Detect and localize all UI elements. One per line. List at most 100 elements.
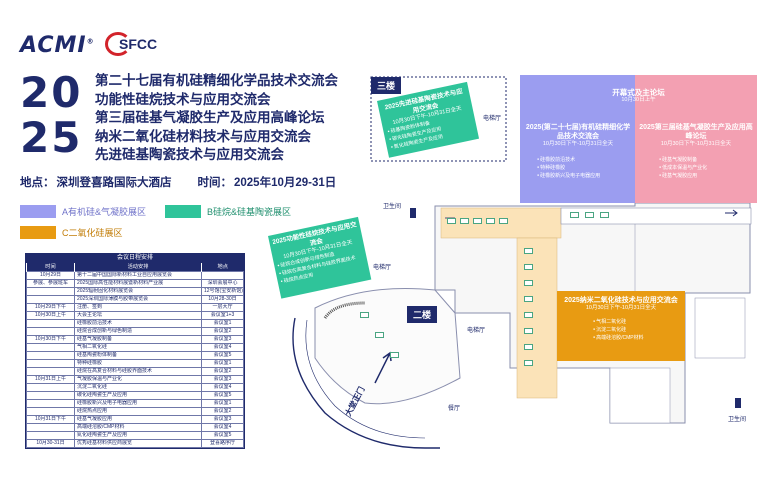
schedule-location-cell: 会议室2 — [201, 366, 244, 376]
schedule-row: 硅橡胶新兴及电子电器应用会议室1 — [26, 398, 244, 408]
legend-label: C二氧化硅展区 — [62, 227, 123, 238]
topic-item: 沉淀二氧化硅 — [593, 326, 681, 334]
booth-marker[interactable] — [524, 280, 533, 286]
booth-marker[interactable] — [524, 328, 533, 334]
schedule-location-cell: 会议室1+3 — [201, 310, 244, 320]
schedule-time-cell: 10月30日下午 — [26, 334, 75, 344]
schedule-location-cell: 一层大厅 — [201, 302, 244, 312]
sfcc-logo-text: SFCC — [119, 36, 158, 52]
topic-item: 低成本保温与产业化 — [659, 164, 755, 172]
schedule-time-cell: 10月30-31日 — [26, 438, 75, 448]
schedule-row: 硅基陶瓷粉体制备会议室5 — [26, 350, 244, 360]
topic-item: 硅橡胶前沿技术 — [537, 156, 633, 164]
restroom-label-top: 卫生间 — [383, 204, 402, 210]
booth-marker[interactable] — [585, 212, 594, 218]
schedule-time-cell: 10月30日上午 — [26, 310, 75, 320]
schedule-time-cell — [26, 350, 75, 360]
zone-main-forum[interactable]: 开幕式及主论坛 10月30日上午 — [520, 88, 757, 110]
schedule-location-cell: 会议室1 — [201, 358, 244, 368]
schedule-table: 会议日程安排 时间 活动安排 地点 10月29日第十二届中国国际新材料工业自应用… — [25, 253, 245, 449]
booth-marker[interactable] — [600, 212, 609, 218]
schedule-location-cell: 会议室5 — [201, 390, 244, 400]
zone-silicone-title: 2025(第二十七届)有机硅精细化学品技术交流会 — [525, 124, 631, 140]
booth-marker[interactable] — [570, 212, 579, 218]
schedule-header-time: 时间 — [26, 263, 75, 271]
schedule-row: 氮化硅陶瓷生产及应用会议室5 — [26, 430, 244, 440]
schedule-row: 10月30-31日优秀硅基材料供应商展览登喜路序厅 — [26, 438, 244, 448]
legend-zone-c: C二氧化硅展区 — [20, 225, 123, 239]
booth-marker[interactable] — [473, 218, 482, 224]
topic-item: 硅基气凝胶制备 — [659, 156, 755, 164]
schedule-location-cell: 12号馆(宝安新馆) — [201, 286, 244, 296]
schedule-activity-cell: 碳化硅陶瓷生产及应用 — [74, 390, 202, 400]
elevator-label-left: 电梯厅 — [373, 265, 392, 271]
booth-marker[interactable] — [524, 248, 533, 254]
booth-marker[interactable] — [447, 218, 456, 224]
schedule-row: 10月30日上午大会主论坛会议室1+3 — [26, 310, 244, 320]
zone-main-title: 开幕式及主论坛 — [612, 88, 665, 97]
zone-nano-topics: 气相二氧化硅 沉淀二氧化硅 高端硅溶胶/CMP材料 — [593, 318, 681, 341]
booth-marker[interactable] — [499, 218, 508, 224]
schedule-activity-cell: 硅基气凝胶制备 — [74, 334, 202, 344]
acmi-logo-text: ACMI — [20, 33, 87, 58]
topic-item: 特种硅橡胶 — [537, 164, 633, 172]
zone-silicone-forum[interactable]: 2025(第二十七届)有机硅精细化学品技术交流会 10月30日下午-10月31日… — [523, 123, 633, 198]
zone-nano-silica-forum[interactable]: 2025纳米二氧化硅技术与应用交流会 10月30日下午-10月31日全天 气相二… — [557, 291, 685, 361]
venue-name: 深圳登喜路国际大酒店 — [56, 177, 172, 189]
schedule-row: 特种硅橡胶会议室1 — [26, 358, 244, 368]
schedule-activity-cell: 硅烷热点应用 — [74, 406, 202, 416]
booth-marker[interactable] — [524, 312, 533, 318]
schedule-activity-cell: 注册、签到 — [74, 302, 202, 312]
schedule-activity-cell: 沉淀二氧化硅 — [74, 382, 202, 392]
legend-label: A有机硅&气凝胶展区 — [62, 206, 147, 217]
schedule-activity-cell: 2025辐射固化材料展览会 — [74, 286, 202, 296]
booth-marker[interactable] — [524, 296, 533, 302]
schedule-activity-cell: 2025国际高性能材料展暨新材料产业展 — [74, 278, 202, 288]
schedule-row: 10月31日上午气凝胶保温与产业化会议室3 — [26, 374, 244, 384]
schedule-activity-cell: 氮化硅陶瓷生产及应用 — [74, 430, 202, 440]
schedule-row: 10月30日下午硅基气凝胶制备会议室3 — [26, 334, 244, 344]
booth-marker[interactable] — [360, 312, 369, 318]
restaurant-label: 餐厅 — [448, 406, 461, 412]
booth-marker[interactable] — [524, 344, 533, 350]
venue-label: 地点： — [20, 177, 55, 189]
zone-aerogel-time: 10月30日下午-10月31日全天 — [660, 141, 732, 147]
topic-item: 气相二氧化硅 — [593, 318, 681, 326]
schedule-time-cell: 10月29日 — [26, 270, 75, 280]
zone-aerogel-title: 2025第三届硅基气凝胶生产及应用高峰论坛 — [639, 124, 753, 140]
schedule-time-cell: 10月31日下午 — [26, 414, 75, 424]
schedule-location-cell — [201, 270, 244, 280]
booth-marker[interactable] — [390, 352, 399, 358]
zone-aerogel-forum[interactable]: 2025第三届硅基气凝胶生产及应用高峰论坛 10月30日下午-10月31日全天 … — [637, 123, 755, 198]
zone-aerogel-topics: 硅基气凝胶制备 低成本保温与产业化 硅基气凝胶应用 — [659, 156, 755, 179]
booth-marker[interactable] — [524, 360, 533, 366]
booth-marker[interactable] — [375, 332, 384, 338]
elevator-label-right: 电梯厅 — [467, 328, 486, 334]
schedule-time-cell — [26, 294, 75, 304]
floor-2-badge: 二楼 — [407, 306, 438, 323]
booth-marker[interactable] — [460, 218, 469, 224]
legend-zone-a: A有机硅&气凝胶展区 — [20, 204, 146, 218]
schedule-location-cell: 会议室5 — [201, 430, 244, 440]
acmi-logo: ACMI® — [20, 33, 95, 58]
schedule-time-cell: 参展、参展班车 — [26, 278, 75, 288]
zone-nano-title: 2025纳米二氧化硅技术与应用交流会 — [564, 297, 678, 304]
schedule-time-cell — [26, 422, 75, 432]
event-dates: 2025年10月29-31日 — [234, 177, 337, 189]
schedule-caption: 会议日程安排 — [26, 254, 244, 263]
main-hall-pink — [635, 75, 757, 203]
schedule-row: 气相二氧化硅会议室4 — [26, 342, 244, 352]
venue-time-line: 地点：深圳登喜路国际大酒店时间：2025年10月29-31日 — [20, 174, 338, 190]
schedule-location-cell: 会议室3 — [201, 374, 244, 384]
schedule-row: 10月29日下午注册、签到一层大厅 — [26, 302, 244, 312]
schedule-row: 沉淀二氧化硅会议室4 — [26, 382, 244, 392]
booth-marker[interactable] — [486, 218, 495, 224]
schedule-location-cell: 会议室2 — [201, 326, 244, 336]
schedule-activity-cell: 硅橡胶前沿技术 — [74, 318, 202, 328]
schedule-row: 硅烷热点应用会议室2 — [26, 406, 244, 416]
schedule-activity-cell: 优秀硅基材料供应商展览 — [74, 438, 202, 448]
booth-marker[interactable] — [524, 264, 533, 270]
schedule-location-cell: 会议室4 — [201, 422, 244, 432]
